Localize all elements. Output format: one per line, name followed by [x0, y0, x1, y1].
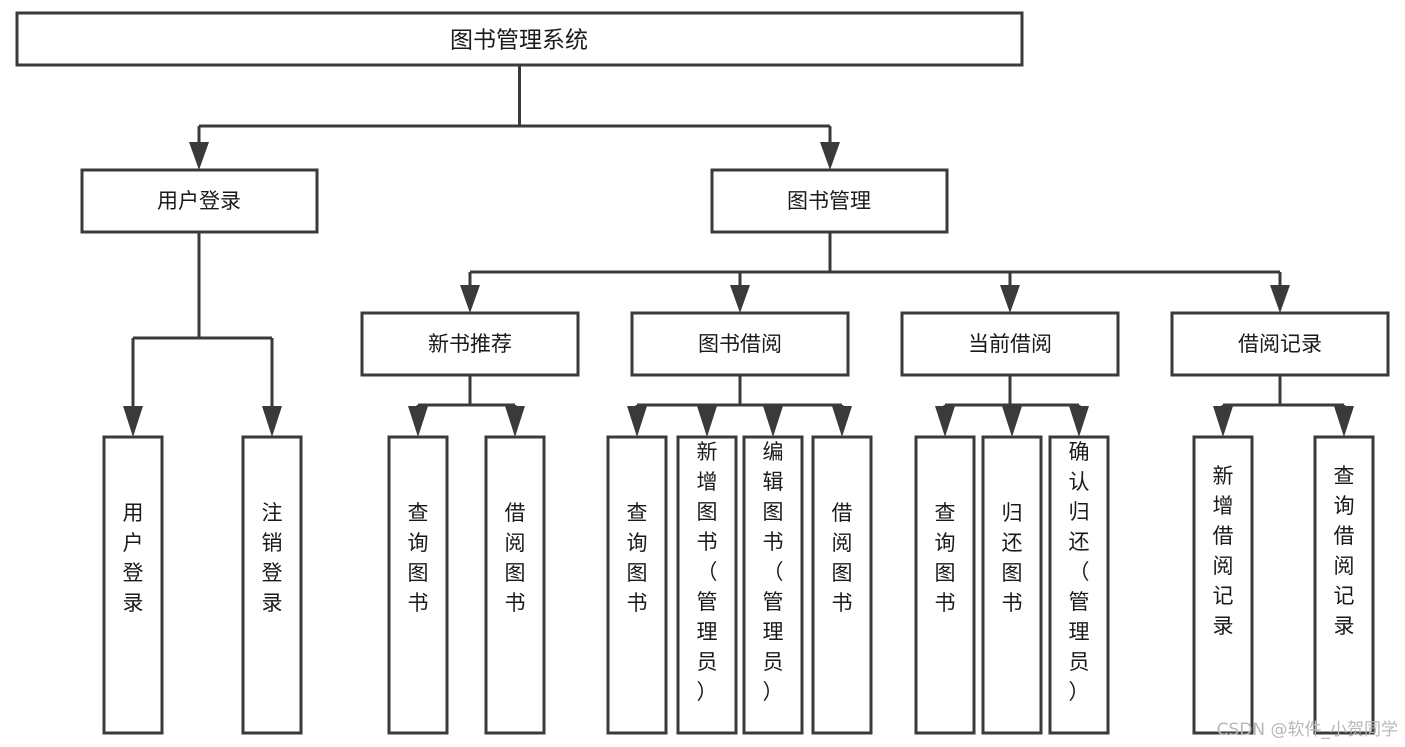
node-leaf-borrow-book-1-label: 借阅图书 — [505, 501, 526, 615]
node-borrow-record-label: 借阅记录 — [1238, 332, 1322, 356]
arrow-head-leaf-confirm-return — [1069, 406, 1089, 437]
arrow-head-leaf-query-book-1 — [408, 406, 428, 437]
node-leaf-add-book-label: 新增图书（管理员） — [697, 440, 718, 704]
node-leaf-add-record-label: 新增借阅记录 — [1213, 464, 1234, 638]
node-leaf-query-record-box[interactable] — [1313, 435, 1375, 735]
arrow-head-leaf-query-book-3 — [935, 406, 955, 437]
arrow-head-leaf-query-book-2 — [627, 406, 647, 437]
node-book-borrow[interactable]: 图书借阅 — [630, 311, 850, 377]
arrow-head-leaf-add-record — [1213, 406, 1233, 437]
node-leaf-return-book[interactable]: 归还图书 — [981, 435, 1043, 735]
node-leaf-query-book-1-box[interactable] — [387, 435, 449, 735]
node-leaf-query-book-3-label: 查询图书 — [935, 501, 956, 615]
node-root[interactable]: 图书管理系统 — [15, 11, 1024, 67]
node-book-management[interactable]: 图书管理 — [710, 168, 949, 234]
connector-group — [123, 65, 1354, 437]
arrow-head-leaf-borrow-book-2 — [832, 406, 852, 437]
node-leaf-user-logout[interactable]: 注销登录 — [241, 435, 303, 735]
node-leaf-confirm-return[interactable]: 确认归还（管理员） — [1048, 435, 1110, 735]
node-user-login-box[interactable] — [80, 168, 319, 234]
arrow-head-leaf-query-record — [1334, 406, 1354, 437]
node-new-book-recommend[interactable]: 新书推荐 — [360, 311, 580, 377]
arrow-head-leaf-add-book — [697, 406, 717, 437]
node-leaf-return-book-label: 归还图书 — [1002, 501, 1023, 615]
node-leaf-add-record-box[interactable] — [1192, 435, 1254, 735]
node-leaf-query-record[interactable]: 查询借阅记录 — [1313, 435, 1375, 735]
node-root-box[interactable] — [15, 11, 1024, 67]
node-leaf-borrow-book-1-box[interactable] — [484, 435, 546, 735]
node-book-management-box[interactable] — [710, 168, 949, 234]
arrow-head-leaf-borrow-book-1 — [505, 406, 525, 437]
arrow-head-bookmgmt — [820, 142, 840, 170]
node-leaf-edit-book[interactable]: 编辑图书（管理员） — [742, 435, 804, 735]
node-leaf-borrow-book-2[interactable]: 借阅图书 — [811, 435, 873, 735]
node-leaf-user-login[interactable]: 用户登录 — [102, 435, 164, 735]
arrow-head-userlogin — [189, 142, 209, 170]
arrow-head-borrow-record — [1270, 285, 1290, 313]
node-leaf-user-login-label: 用户登录 — [123, 501, 144, 615]
arrow-head-leaf-return-book — [1002, 406, 1022, 437]
node-leaf-user-logout-label: 注销登录 — [262, 501, 283, 615]
node-leaf-query-record-label: 查询借阅记录 — [1334, 464, 1355, 638]
node-leaf-query-book-2[interactable]: 查询图书 — [606, 435, 668, 735]
arrow-head-new-book-recommend — [460, 285, 480, 313]
node-borrow-record[interactable]: 借阅记录 — [1170, 311, 1390, 377]
arrow-head-leaf-edit-book — [763, 406, 783, 437]
node-leaf-user-logout-box[interactable] — [241, 435, 303, 735]
csdn-watermark: CSDN @软件_小贺同学 — [1217, 720, 1398, 740]
node-current-borrow-box[interactable] — [900, 311, 1120, 377]
node-book-borrow-label: 图书借阅 — [698, 332, 782, 356]
node-leaf-edit-book-label: 编辑图书（管理员） — [763, 440, 784, 704]
node-leaf-query-book-1-label: 查询图书 — [408, 501, 429, 615]
node-new-book-recommend-box[interactable] — [360, 311, 580, 377]
node-leaf-user-login-box[interactable] — [102, 435, 164, 735]
arrow-head-current-borrow — [1000, 285, 1020, 313]
node-current-borrow-label: 当前借阅 — [968, 332, 1052, 356]
node-borrow-record-box[interactable] — [1170, 311, 1390, 377]
node-new-book-recommend-label: 新书推荐 — [428, 332, 512, 356]
node-current-borrow[interactable]: 当前借阅 — [900, 311, 1120, 377]
node-leaf-add-book-box[interactable] — [676, 435, 738, 735]
node-leaf-borrow-book-2-label: 借阅图书 — [832, 501, 853, 615]
node-leaf-query-book-1[interactable]: 查询图书 — [387, 435, 449, 735]
node-root-label: 图书管理系统 — [450, 28, 588, 54]
node-leaf-query-book-2-box[interactable] — [606, 435, 668, 735]
node-user-login-label: 用户登录 — [157, 189, 241, 213]
node-leaf-edit-book-box[interactable] — [742, 435, 804, 735]
arrow-head-book-borrow — [730, 285, 750, 313]
node-leaf-add-record[interactable]: 新增借阅记录 — [1192, 435, 1254, 735]
node-leaf-confirm-return-box[interactable] — [1048, 435, 1110, 735]
node-user-login[interactable]: 用户登录 — [80, 168, 319, 234]
node-leaf-return-book-box[interactable] — [981, 435, 1043, 735]
node-book-management-label: 图书管理 — [787, 189, 871, 213]
node-leaf-add-book[interactable]: 新增图书（管理员） — [676, 435, 738, 735]
arrow-head-leaf-user-login — [123, 406, 143, 437]
node-leaf-borrow-book-1[interactable]: 借阅图书 — [484, 435, 546, 735]
arrow-head-leaf-user-logout — [262, 406, 282, 437]
node-leaf-borrow-book-2-box[interactable] — [811, 435, 873, 735]
node-leaf-query-book-3[interactable]: 查询图书 — [914, 435, 976, 735]
node-leaf-confirm-return-label: 确认归还（管理员） — [1069, 440, 1090, 704]
node-leaf-query-book-3-box[interactable] — [914, 435, 976, 735]
node-book-borrow-box[interactable] — [630, 311, 850, 377]
node-leaf-query-book-2-label: 查询图书 — [627, 501, 648, 615]
